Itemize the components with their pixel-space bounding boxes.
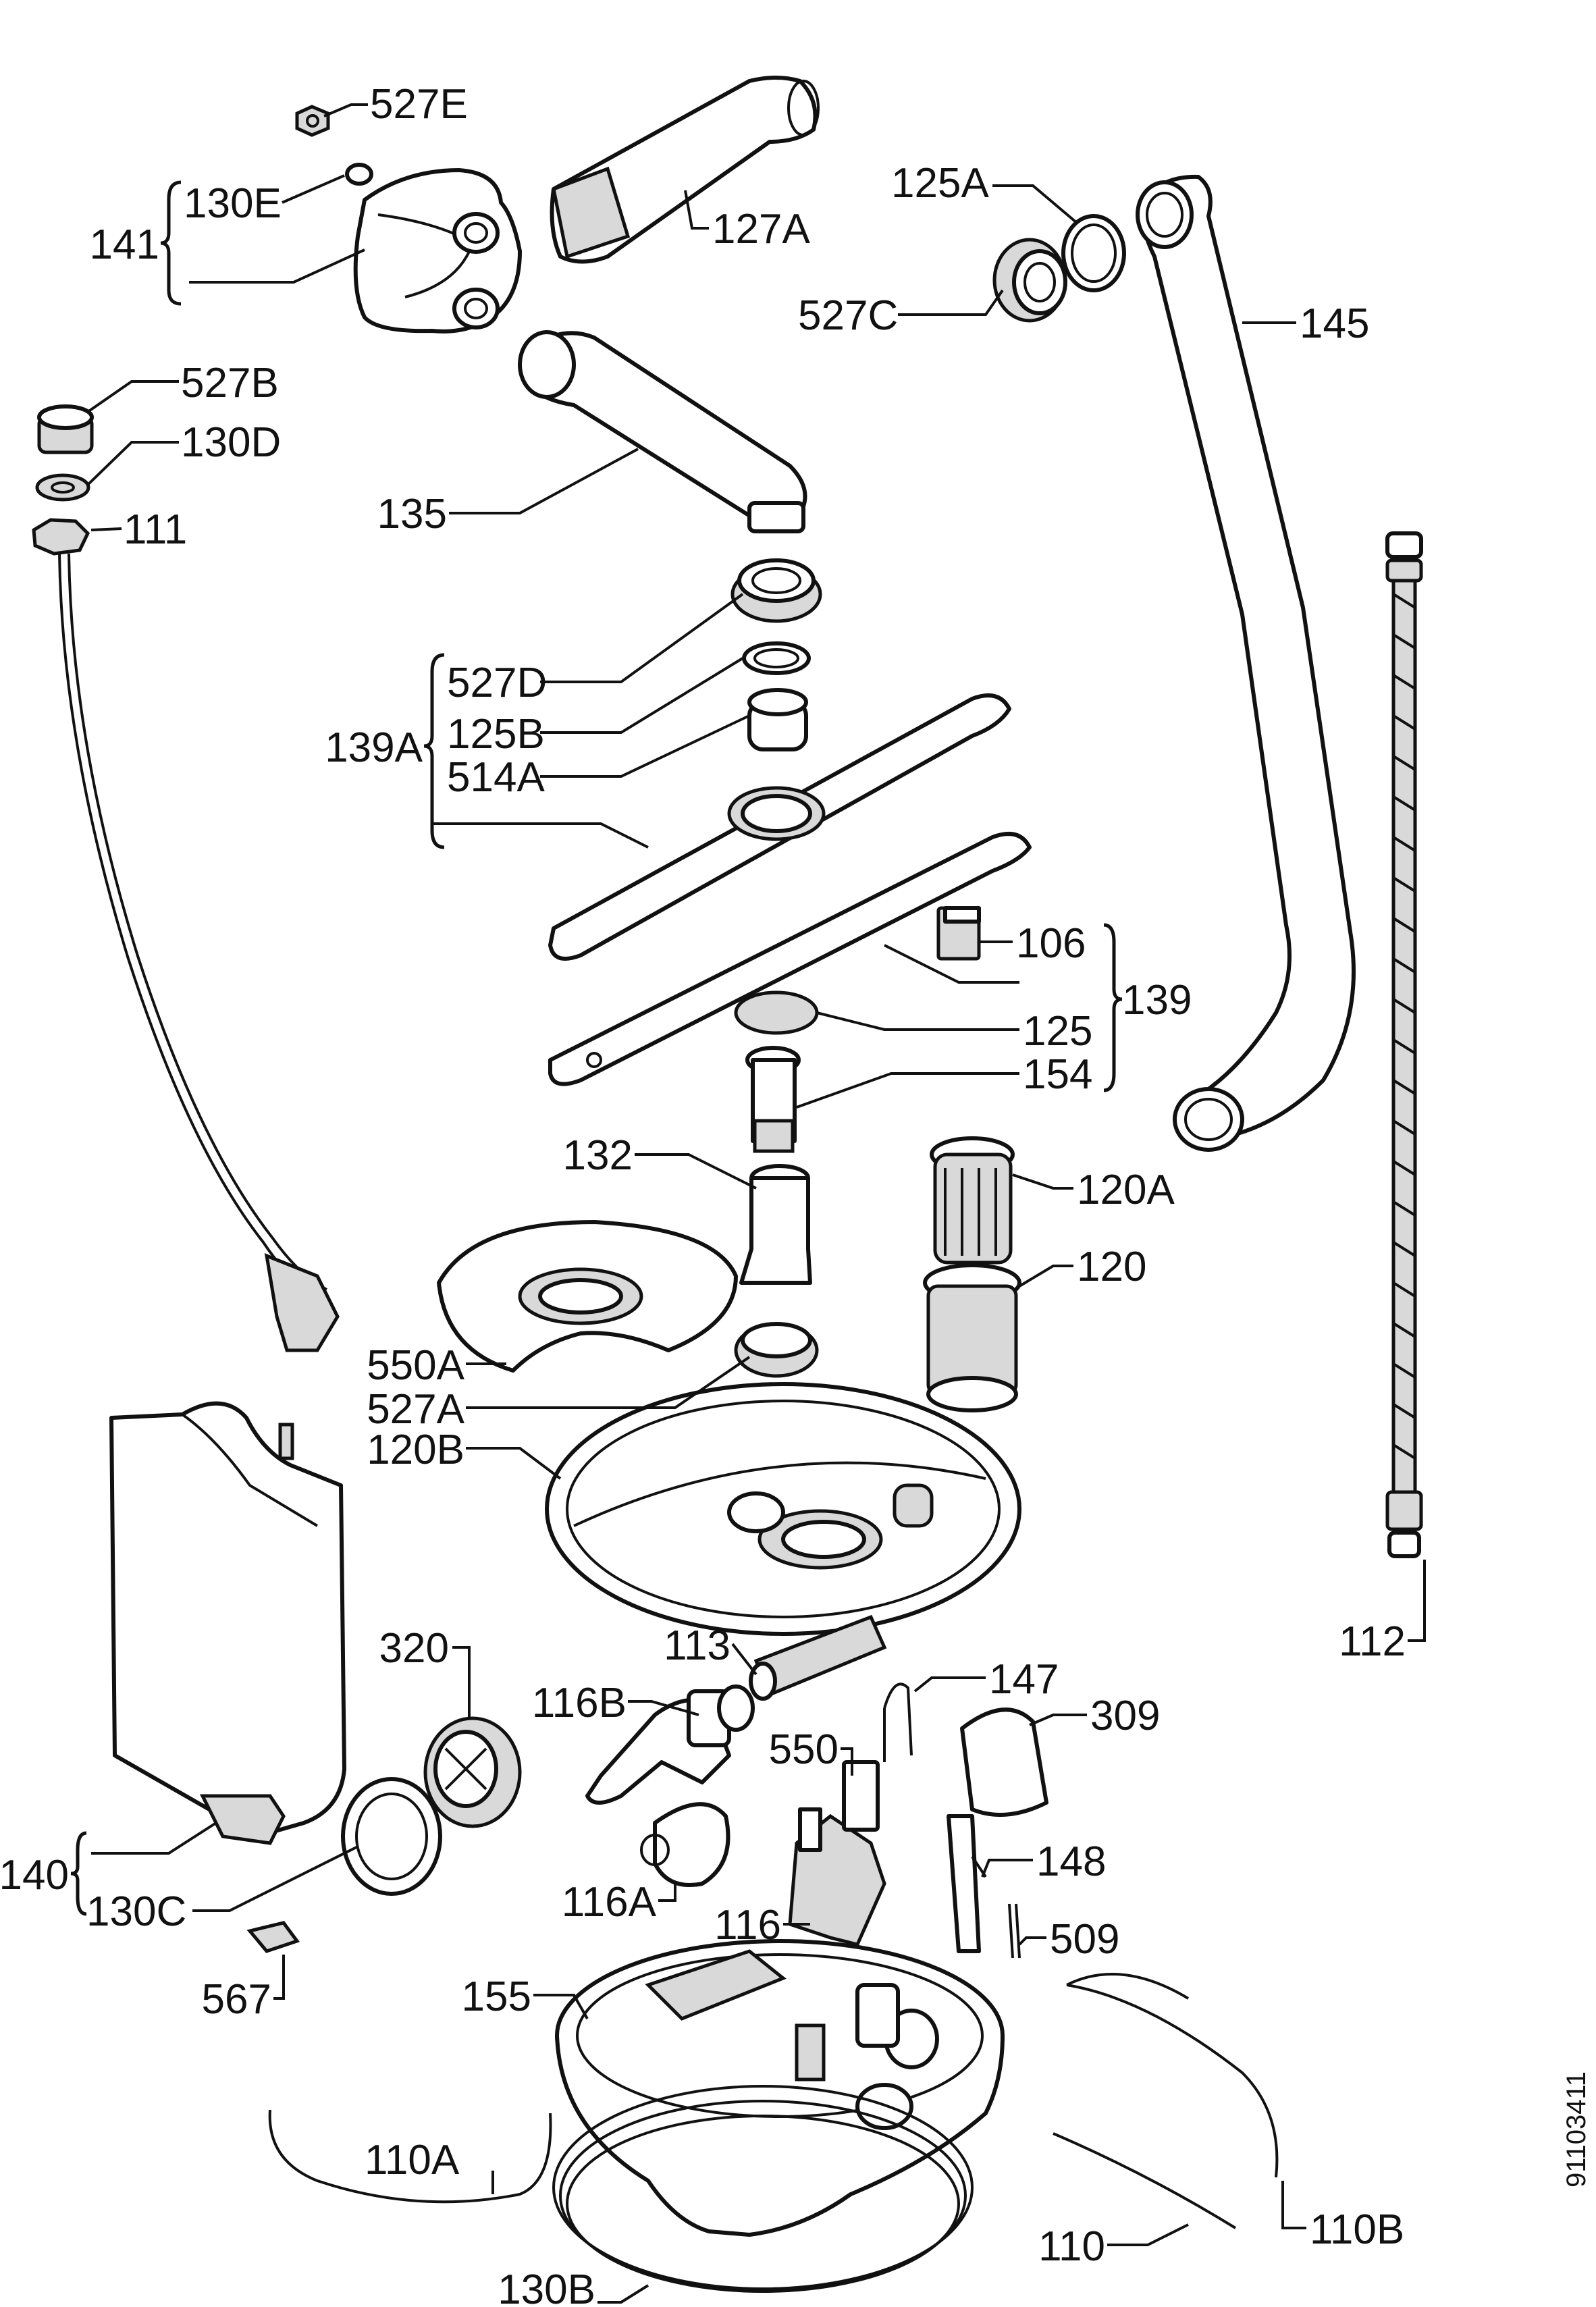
part-139-lower-spray-arm (548, 832, 1032, 1086)
part-550-block (842, 1760, 880, 1832)
label-132: 132 (563, 1132, 633, 1179)
label-147: 147 (989, 1656, 1059, 1703)
part-509-pin (1008, 1903, 1021, 1959)
label-567: 567 (202, 1976, 271, 2023)
label-509: 509 (1050, 1916, 1119, 1963)
label-527c: 527C (798, 292, 898, 339)
group-braces (70, 180, 1123, 1916)
label-120: 120 (1077, 1244, 1146, 1290)
label-527b: 527B (181, 360, 279, 406)
label-116: 116 (714, 1902, 781, 1948)
label-135: 135 (377, 491, 447, 537)
part-130c-ring (341, 1777, 442, 1896)
label-125b: 125B (447, 711, 545, 758)
label-148: 148 (1036, 1838, 1106, 1885)
part-110-hose (1053, 2132, 1237, 2229)
part-130b-seal (552, 2085, 974, 2293)
part-145-supply-pipe (1136, 174, 1356, 1152)
label-130c: 130C (86, 1888, 186, 1935)
part-309-cover (960, 1707, 1048, 1817)
label-130b: 130B (498, 2266, 595, 2307)
label-145: 145 (1300, 300, 1369, 347)
label-140: 140 (0, 1852, 69, 1899)
label-116b: 116B (532, 1680, 627, 1726)
part-labels: 527E 130E 141 127A 125A 527C 145 527B 13… (0, 81, 1406, 2307)
label-112: 112 (1339, 1618, 1406, 1665)
label-155: 155 (462, 1973, 531, 2020)
label-550a: 550A (367, 1342, 464, 1389)
label-514a: 514A (447, 754, 545, 801)
part-125-ring (734, 990, 819, 1035)
part-147-clip (883, 1682, 913, 1762)
part-113-screen (749, 1614, 887, 1701)
part-140-water-softener (109, 1401, 346, 1845)
part-130d-washer (35, 473, 90, 502)
part-320-cap (423, 1716, 522, 1828)
label-111: 111 (124, 506, 187, 553)
label-320: 320 (379, 1625, 449, 1672)
label-125: 125 (1023, 1008, 1092, 1055)
label-106: 106 (1016, 920, 1086, 967)
part-112-braided-hose (1385, 531, 1423, 1558)
label-154: 154 (1023, 1051, 1092, 1098)
part-120-coarse-filter (923, 1263, 1021, 1412)
part-110a-hose (268, 2109, 552, 2204)
label-110: 110 (1038, 2223, 1105, 2270)
part-125b-ring (742, 641, 811, 675)
part-527b-nut (37, 404, 94, 454)
label-125a: 125A (891, 160, 989, 207)
label-110b: 110B (1310, 2206, 1404, 2253)
label-116a: 116A (562, 1879, 657, 1926)
part-154-spindle (745, 1046, 801, 1153)
label-139: 139 (1122, 977, 1192, 1024)
part-514a-bushing (747, 688, 808, 751)
label-130d: 130D (181, 419, 281, 466)
part-527c-nut (992, 238, 1067, 323)
part-116-non-return-valve (788, 1807, 886, 1946)
part-120b-filter-plate (545, 1382, 1021, 1636)
label-141: 141 (90, 221, 159, 268)
label-110a: 110A (365, 2137, 460, 2183)
part-550a-deflector (437, 1220, 738, 1373)
part-125a-ring (1061, 214, 1126, 292)
leader-lines (86, 103, 1426, 2304)
label-120a: 120A (1077, 1167, 1175, 1213)
part-116a-flap (640, 1802, 730, 1887)
part-106-clip (936, 906, 981, 961)
part-132-tube (739, 1164, 812, 1285)
part-111-hose (32, 518, 340, 1352)
label-127a: 127A (712, 206, 810, 253)
label-120b: 120B (367, 1427, 464, 1473)
part-527e-nut (295, 105, 330, 137)
label-527a: 527A (367, 1386, 464, 1433)
part-155-sump (555, 1939, 1005, 2237)
label-527d: 527D (447, 660, 547, 706)
label-130e: 130E (184, 180, 282, 227)
part-135-arm-pipe (518, 330, 807, 533)
part-139a-upper-spray-arm (548, 693, 1011, 961)
part-527d-nut (730, 558, 822, 623)
part-110b-hose (1066, 1973, 1279, 2178)
part-567-clip (246, 1921, 300, 1953)
label-527e: 527E (370, 81, 468, 128)
part-120a-fine-filter (930, 1136, 1015, 1265)
label-113: 113 (664, 1622, 730, 1669)
label-139a: 139A (325, 724, 423, 771)
part-141-manifold (353, 168, 522, 334)
label-550: 550 (769, 1726, 839, 1773)
part-527a-nut (734, 1322, 819, 1378)
part-148-bracket (947, 1814, 987, 1953)
label-309: 309 (1090, 1693, 1160, 1739)
part-127a-tube (550, 76, 820, 264)
part-130e-ring (345, 163, 373, 186)
drawing-code: 91103411 (1562, 2071, 1591, 2187)
